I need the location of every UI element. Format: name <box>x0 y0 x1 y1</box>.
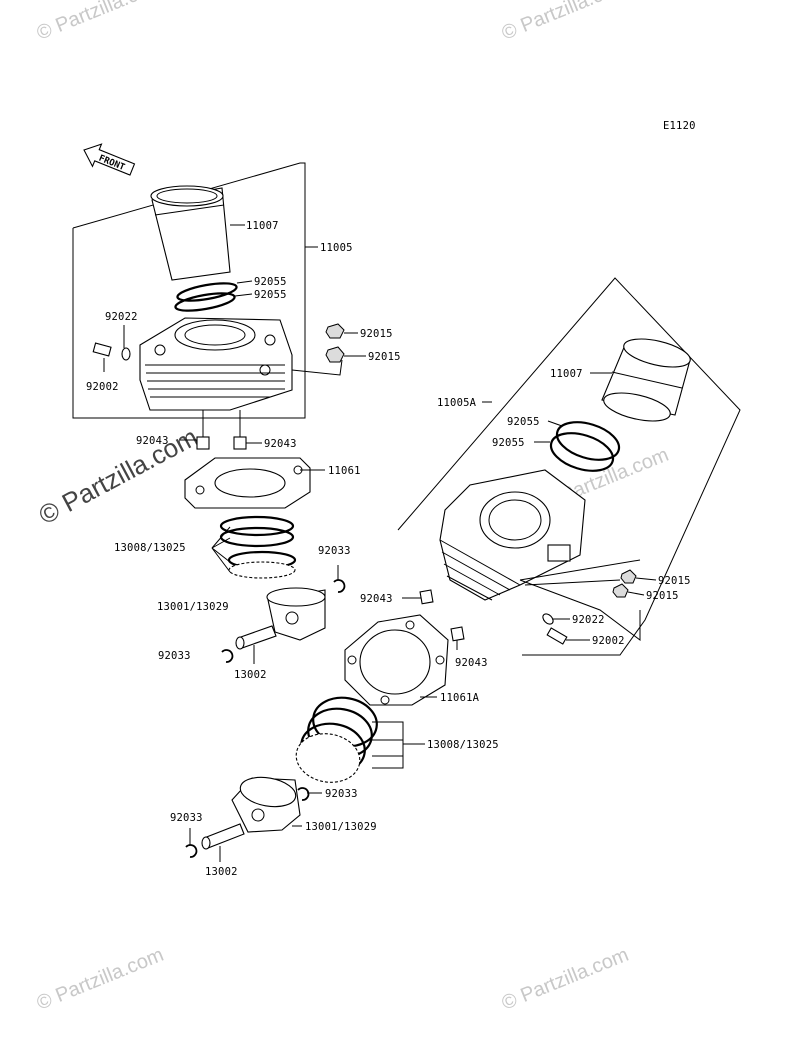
watermark: © Partzilla.com <box>499 944 632 1015</box>
front-arrow-icon: FRONT <box>83 143 136 176</box>
part-label[interactable]: 92015 <box>360 328 393 340</box>
part-label[interactable]: 11005A <box>437 397 477 409</box>
watermark: © Partzilla.com <box>34 0 167 45</box>
cylinder-gasket-upper <box>184 457 325 509</box>
part-label[interactable]: 11007 <box>550 368 583 380</box>
piston-pin-upper <box>235 625 277 664</box>
piston-lower <box>231 776 302 833</box>
part-label[interactable]: 92055 <box>507 416 540 428</box>
cylinder-sleeve-lower <box>590 338 691 422</box>
part-labels: 11007 11005 92055 92055 92022 92002 9201… <box>86 220 691 878</box>
part-label[interactable]: 92055 <box>254 289 287 301</box>
cylinder-block-upper <box>139 317 293 411</box>
part-label[interactable]: 13008/13025 <box>114 542 186 554</box>
part-label[interactable]: 13001/13029 <box>305 821 377 833</box>
part-label[interactable]: 13001/13029 <box>157 601 229 613</box>
circlip-lower <box>185 787 322 858</box>
watermark: © Partzilla.com <box>34 944 167 1015</box>
part-label[interactable]: 92043 <box>264 438 297 450</box>
cap-nut-upper <box>291 323 366 376</box>
piston-upper <box>266 587 326 641</box>
cylinder-sleeve-upper <box>150 185 245 281</box>
part-label[interactable]: 11005 <box>320 242 353 254</box>
piston-rings-upper <box>211 515 297 579</box>
part-label[interactable]: 92022 <box>572 614 605 626</box>
o-ring-upper <box>174 280 253 312</box>
cylinder-assembly-frame-lower <box>397 277 741 656</box>
part-label[interactable]: 11061 <box>328 465 361 477</box>
part-label[interactable]: 92015 <box>368 351 401 363</box>
part-label[interactable]: 13002 <box>234 669 267 681</box>
bolt-upper <box>92 325 131 372</box>
part-label[interactable]: 11061A <box>440 692 480 704</box>
part-label[interactable]: 92033 <box>158 650 191 662</box>
piston-pin-lower <box>201 823 245 862</box>
o-ring-lower <box>534 420 621 472</box>
part-label[interactable]: 92002 <box>592 635 625 647</box>
part-label[interactable]: 92015 <box>646 590 679 602</box>
part-label[interactable]: 92033 <box>170 812 203 824</box>
bolt-lower <box>519 579 641 645</box>
part-label[interactable]: 92015 <box>658 575 691 587</box>
cylinder-assembly-frame-upper <box>72 162 318 419</box>
part-label[interactable]: 92043 <box>360 593 393 605</box>
circlip-upper <box>221 565 346 663</box>
cap-nut-lower <box>612 569 657 598</box>
part-label[interactable]: 92043 <box>455 657 488 669</box>
part-label[interactable]: 92002 <box>86 381 119 393</box>
part-label[interactable]: 92043 <box>136 435 169 447</box>
part-label[interactable]: 92055 <box>254 276 287 288</box>
part-label[interactable]: 11007 <box>246 220 279 232</box>
watermark: © Partzilla.com <box>499 0 632 45</box>
part-label[interactable]: 13008/13025 <box>427 739 499 751</box>
part-label[interactable]: 92055 <box>492 437 525 449</box>
part-label[interactable]: 92033 <box>325 788 358 800</box>
cylinder-gasket-lower <box>344 614 449 706</box>
part-label[interactable]: 92033 <box>318 545 351 557</box>
piston-rings-lower <box>295 696 425 783</box>
dowel-pin-upper <box>180 410 262 450</box>
diagram-code: E1120 <box>663 120 696 132</box>
part-label[interactable]: 92022 <box>105 311 138 323</box>
cylinder-block-lower <box>439 469 641 601</box>
dowel-pin-lower <box>402 589 465 650</box>
part-label[interactable]: 13002 <box>205 866 238 878</box>
watermark: © Partzilla.com <box>34 422 203 531</box>
